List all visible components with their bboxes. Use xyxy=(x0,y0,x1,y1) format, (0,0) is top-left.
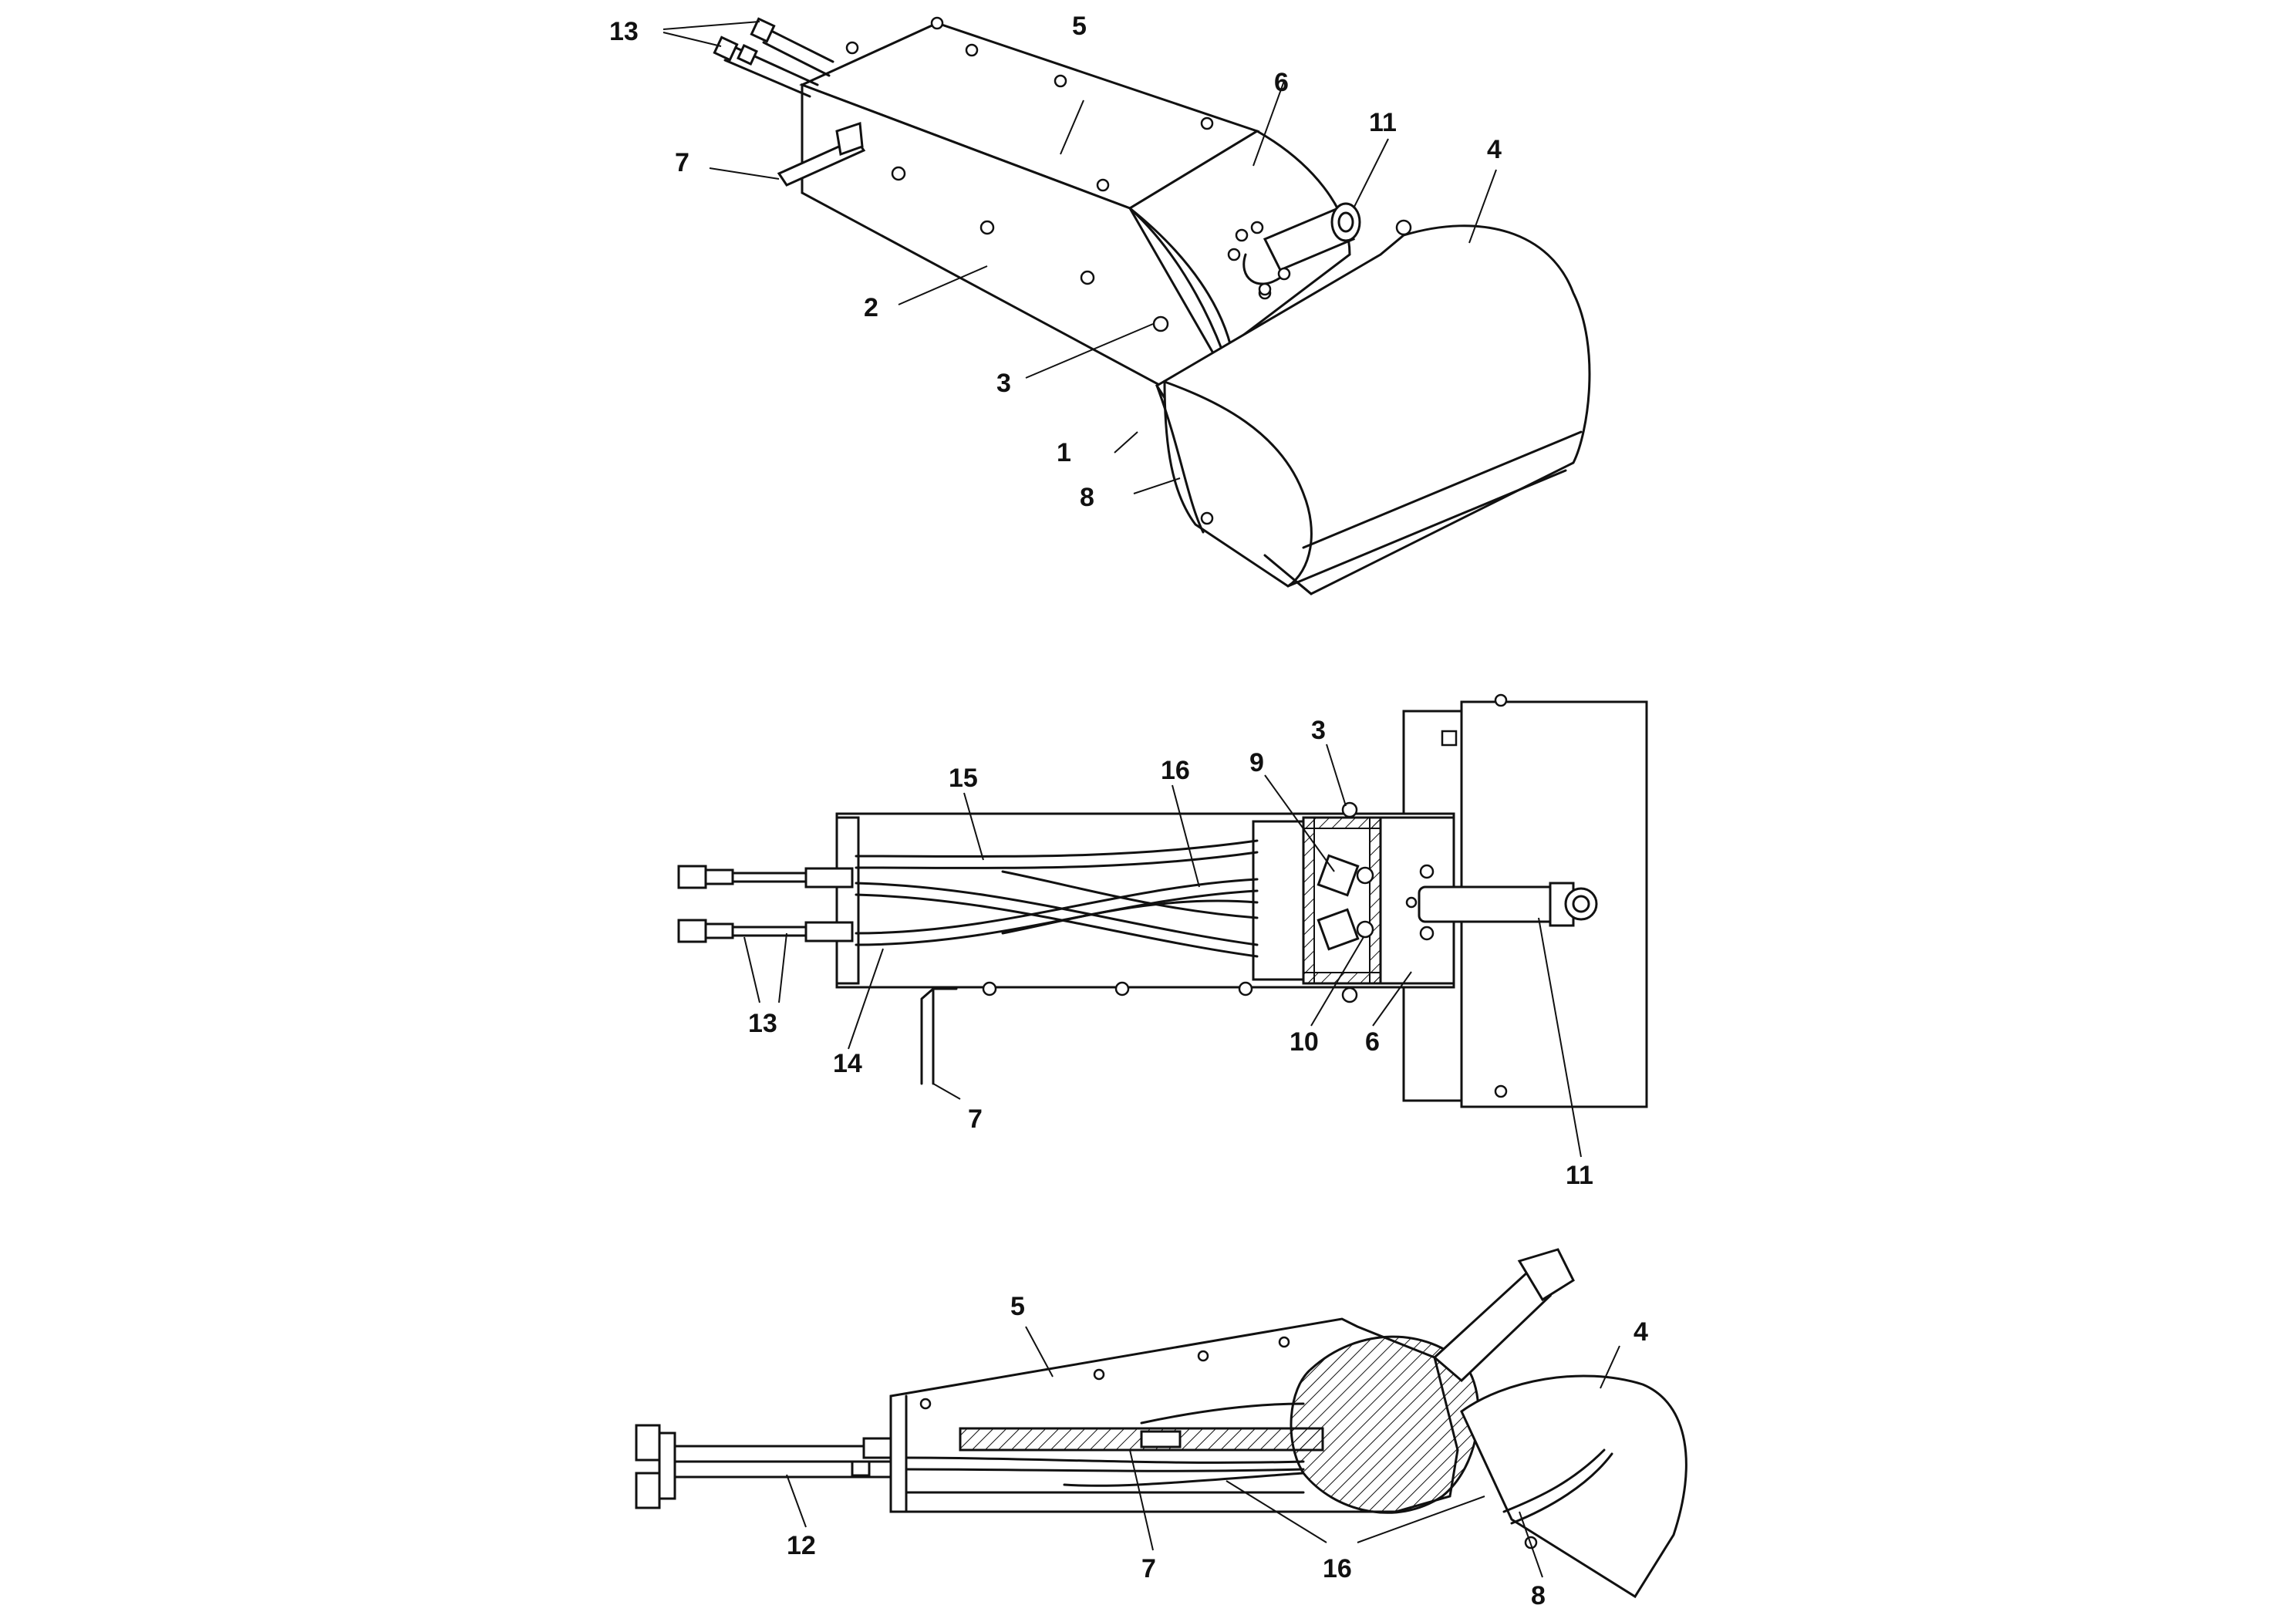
callout-7: 7 xyxy=(1141,1554,1156,1583)
callout-5: 5 xyxy=(1010,1292,1025,1321)
callout-8: 8 xyxy=(1080,483,1094,512)
plan-leaders xyxy=(743,744,1582,1158)
callout-3: 3 xyxy=(996,369,1011,398)
callout-11: 11 xyxy=(1566,1161,1593,1190)
callout-6: 6 xyxy=(1365,1027,1380,1057)
callout-15: 15 xyxy=(949,764,978,793)
callout-14: 14 xyxy=(833,1049,862,1078)
callout-2: 2 xyxy=(864,293,878,322)
internal-hoses xyxy=(855,839,1259,958)
callout-16: 16 xyxy=(1323,1554,1352,1583)
callout-4: 4 xyxy=(1633,1317,1648,1347)
side-leaders xyxy=(786,1326,1620,1578)
isometric-view: 13 5 6 11 4 7 2 3 1 8 xyxy=(609,12,1591,595)
callout-6: 6 xyxy=(1274,68,1289,97)
nozzle-fitting xyxy=(1227,202,1361,296)
external-hoses xyxy=(677,865,854,943)
hose-fittings xyxy=(713,17,834,98)
mounting-bracket xyxy=(777,121,866,187)
callout-3: 3 xyxy=(1311,716,1326,745)
callout-1: 1 xyxy=(1057,438,1071,467)
callout-4: 4 xyxy=(1487,135,1502,164)
housing-body xyxy=(799,16,1351,387)
callout-9: 9 xyxy=(1249,748,1264,777)
callout-13: 13 xyxy=(609,17,639,46)
callout-8: 8 xyxy=(1531,1581,1546,1610)
callout-7: 7 xyxy=(968,1104,983,1134)
drum-cover-side xyxy=(1460,1374,1687,1599)
drum-cover xyxy=(1155,219,1591,595)
bracket-plan xyxy=(920,987,958,1085)
callout-5: 5 xyxy=(1072,12,1087,41)
callout-11: 11 xyxy=(1369,108,1397,137)
side-section-view: 5 4 12 7 16 8 xyxy=(635,1248,1687,1610)
callout-13: 13 xyxy=(748,1009,777,1038)
nozzle-plan xyxy=(1418,882,1598,927)
callout-12: 12 xyxy=(787,1531,816,1560)
callout-7: 7 xyxy=(675,148,689,177)
callout-10: 10 xyxy=(1290,1027,1319,1057)
valve-block xyxy=(1317,854,1374,951)
callout-16: 16 xyxy=(1161,756,1190,785)
nozzle-side xyxy=(1432,1248,1575,1383)
hose-end-side xyxy=(635,1424,892,1509)
iso-leaders xyxy=(663,21,1497,494)
plan-section-view: 15 16 9 3 13 14 7 10 6 11 xyxy=(677,693,1648,1190)
